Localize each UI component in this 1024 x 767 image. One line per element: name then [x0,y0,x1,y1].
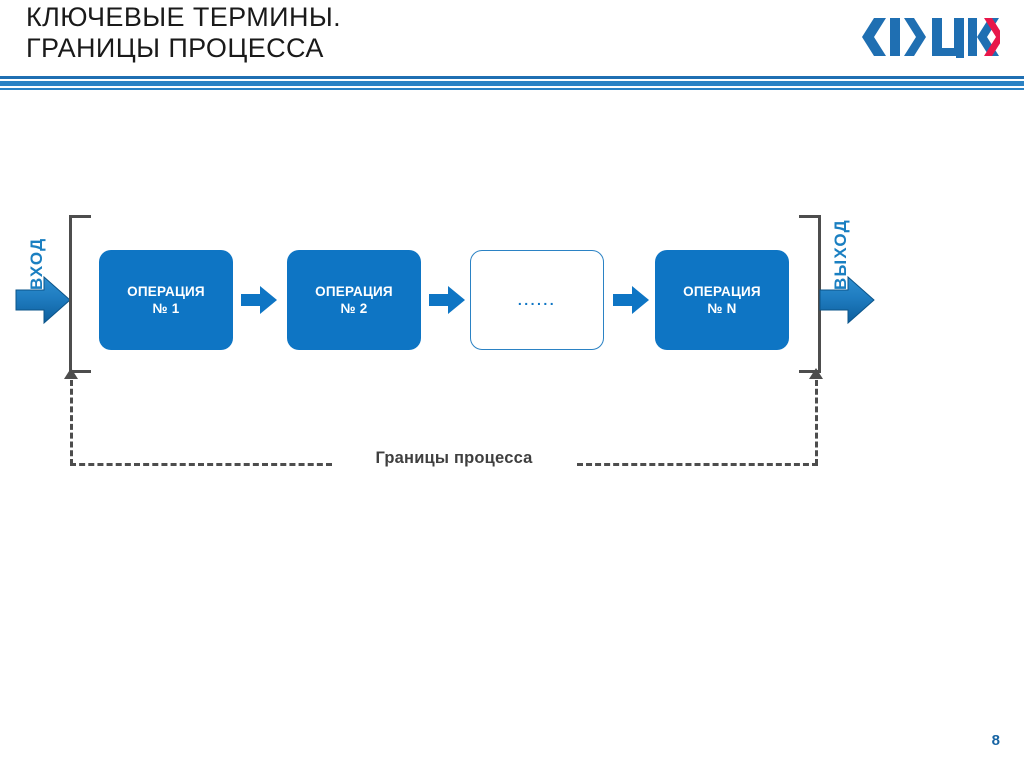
output-label: ВЫХОД [831,219,850,290]
process-step-2-line1: ОПЕРАЦИЯ [315,284,393,299]
process-step-1-line1: ОПЕРАЦИЯ [127,284,205,299]
process-step-n[interactable]: ОПЕРАЦИЯ № N [655,250,789,350]
boundary-line-bottom-right [577,463,818,466]
divider-gap-1 [0,79,1024,81]
output-arrow-icon [818,272,876,328]
divider-line-2 [0,81,1024,86]
rck-logo [856,16,1004,58]
process-diagram: ВХОД ОПЕРАЦИЯ № 1 ОПЕРАЦИЯ № 2 ...... [0,90,1024,710]
input-label: ВХОД [27,237,46,290]
process-step-n-line1: ОПЕРАЦИЯ [683,284,761,299]
process-step-2[interactable]: ОПЕРАЦИЯ № 2 [287,250,421,350]
process-step-1-line2: № 1 [152,301,180,316]
boundary-arrowhead-left-icon [64,368,78,379]
connector-arrow-3-icon [612,284,650,316]
process-step-ellipsis[interactable]: ...... [470,250,604,350]
connector-arrow-1-icon [240,284,278,316]
process-step-ellipsis-label: ...... [517,292,557,308]
page-title: КЛЮЧЕВЫЕ ТЕРМИНЫ. ГРАНИЦЫ ПРОЦЕССА [26,2,342,63]
boundary-line-left [70,380,73,465]
connector-arrow-2-icon [428,284,466,316]
input-arrow-icon [14,272,72,328]
boundary-arrowhead-right-icon [809,368,823,379]
boundary-line-right [815,380,818,465]
process-step-n-line2: № N [707,301,737,316]
divider-line-1 [0,76,1024,79]
divider-gap-2 [0,86,1024,88]
boundary-line-bottom-left [70,463,332,466]
divider-line-3 [0,88,1024,90]
process-step-2-line2: № 2 [340,301,368,316]
process-step-1[interactable]: ОПЕРАЦИЯ № 1 [99,250,233,350]
header-divider [0,76,1024,90]
page-number: 8 [991,732,1000,749]
process-bracket-left [69,215,91,373]
boundary-label: Границы процесса [375,449,533,467]
